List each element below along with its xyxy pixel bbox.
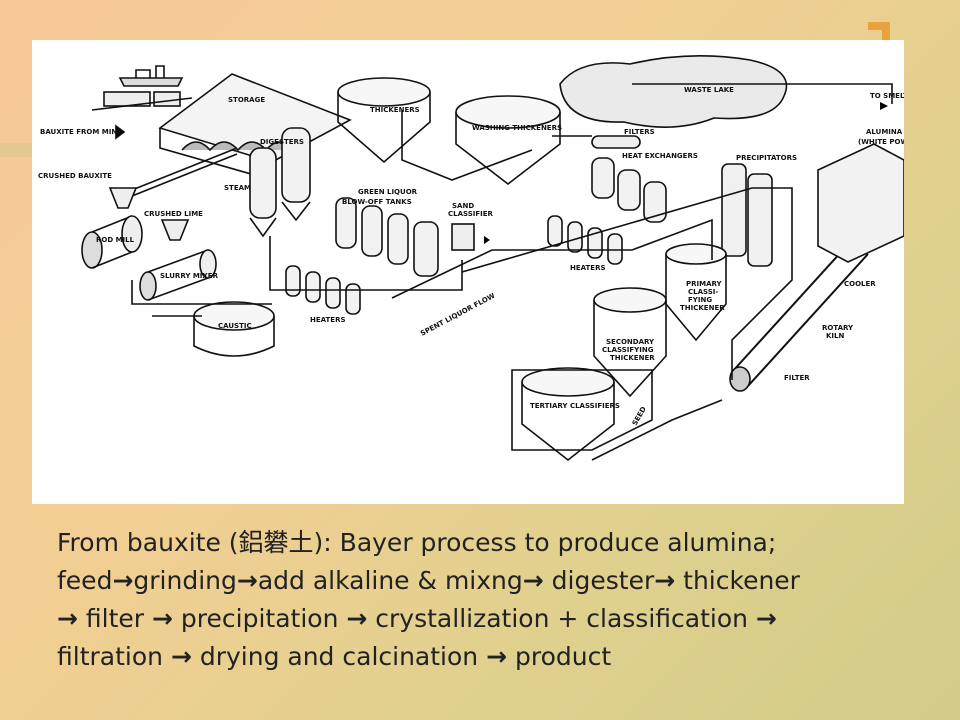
label-heaters-top: HEATERS: [570, 264, 606, 272]
label-alumina: ALUMINA: [866, 128, 903, 136]
caption-line-1: From bauxite (鋁礬土): Bayer process to pro…: [57, 528, 777, 557]
arrow-icon: →: [152, 604, 173, 633]
label-crushed-lime: CRUSHED LIME: [144, 210, 203, 218]
arrow-icon: →: [346, 604, 368, 633]
label-thickener-secondary: THICKENER: [610, 354, 655, 362]
bayer-process-diagram: STORAGE BAUXITE FROM MINE CRUSHED BAUXIT…: [32, 40, 904, 504]
label-washing-thickeners: WASHING THICKENERS: [472, 124, 562, 132]
arrow-icon: →: [236, 566, 258, 595]
step-thickener: thickener: [683, 566, 800, 595]
label-slurry-mixer: SLURRY MIXER: [160, 272, 219, 280]
label-heaters-bottom: HEATERS: [310, 316, 346, 324]
label-storage: STORAGE: [228, 96, 265, 104]
label-green-liquor: GREEN LIQUOR: [358, 188, 418, 196]
label-filter: FILTER: [784, 374, 810, 382]
label-sand: SAND: [452, 202, 474, 210]
label-rotary: ROTARY: [822, 324, 854, 332]
label-crushed-bauxite: CRUSHED BAUXITE: [38, 172, 112, 180]
step-add-alkaline: add alkaline & mixng: [257, 566, 523, 595]
arrow-icon: →: [654, 566, 676, 595]
label-heat-exchangers: HEAT EXCHANGERS: [622, 152, 698, 160]
label-fying: FYING: [688, 296, 712, 304]
label-precipitators: PRECIPITATORS: [736, 154, 797, 162]
label-waste-lake: WASTE LAKE: [684, 86, 734, 94]
label-classifier: CLASSIFIER: [448, 210, 494, 218]
label-white-powder: (WHITE POWDE: [858, 138, 904, 146]
label-filters: FILTERS: [624, 128, 655, 136]
arrow-icon: →: [112, 566, 134, 595]
label-secondary: SECONDARY: [606, 338, 655, 346]
decorative-corner-top: [868, 22, 890, 30]
arrow-icon: →: [522, 566, 544, 595]
step-filter: filter: [85, 604, 145, 633]
label-spent-liquor-flow: SPENT LIQUOR FLOW: [419, 292, 496, 338]
label-classi: CLASSI-: [688, 288, 718, 296]
label-steam: STEAM: [224, 184, 251, 192]
label-bauxite-from-mine: BAUXITE FROM MINE: [40, 128, 122, 136]
label-blow-off-tanks: BLOW-OFF TANKS: [342, 198, 412, 206]
label-tertiary-classifiers: TERTIARY CLASSIFIERS: [530, 402, 620, 410]
decorative-corner-side: [882, 22, 890, 48]
label-cooler: COOLER: [844, 280, 876, 288]
label-kiln: KILN: [826, 332, 844, 340]
arrow-icon: →: [170, 642, 192, 671]
arrow-icon: →: [57, 604, 78, 633]
label-classifying: CLASSIFYING: [602, 346, 654, 354]
label-to-smelting: TO SMELTIN: [870, 92, 904, 100]
step-grinding: grinding: [133, 566, 237, 595]
label-caustic: CAUSTIC: [218, 322, 252, 330]
step-filtration: filtration: [57, 642, 163, 671]
step-feed: feed: [57, 566, 113, 595]
label-thickeners: THICKENERS: [370, 106, 420, 114]
label-primary: PRIMARY: [686, 280, 723, 288]
caption: From bauxite (鋁礬土): Bayer process to pro…: [57, 524, 937, 676]
label-digesters: DIGESTERS: [260, 138, 304, 146]
arrow-icon: →: [486, 642, 508, 671]
arrow-icon: →: [755, 604, 777, 633]
process-illustration: STORAGE BAUXITE FROM MINE CRUSHED BAUXIT…: [38, 55, 904, 462]
step-digester: digester: [551, 566, 655, 595]
label-thickener-primary: THICKENER: [680, 304, 725, 312]
step-precipitation: precipitation: [180, 604, 339, 633]
step-drying: drying and calcination: [199, 642, 479, 671]
step-product: product: [515, 642, 612, 671]
step-crystallization: crystallization + classification: [375, 604, 748, 633]
label-rod-mill: ROD MILL: [96, 236, 135, 244]
